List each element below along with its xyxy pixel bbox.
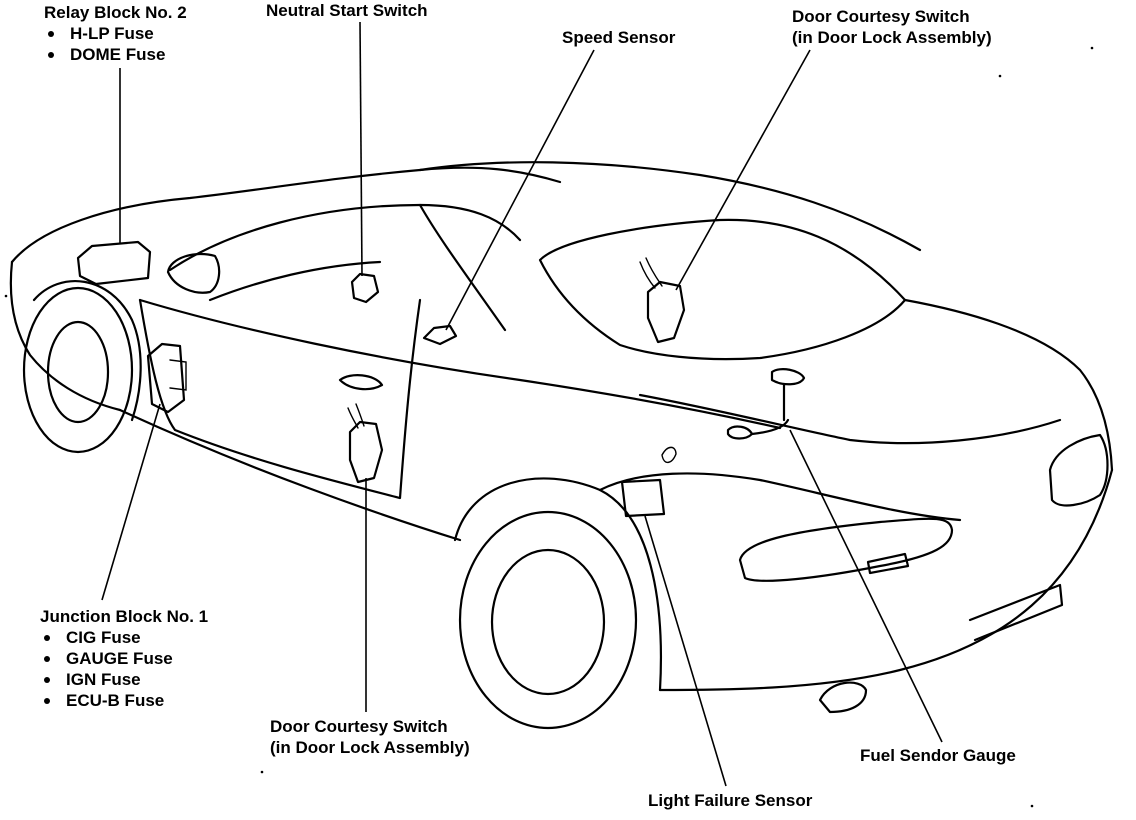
light-failure-sensor-component xyxy=(620,478,666,518)
leader-light-failure xyxy=(644,515,727,787)
relay-block-label: Relay Block No. 2 H-LP Fuse DOME Fuse xyxy=(44,2,187,65)
rear-window xyxy=(538,218,907,361)
rear-tail-light-left xyxy=(738,517,954,582)
license-lamp xyxy=(866,552,910,575)
windshield-frame xyxy=(168,203,522,272)
rear-rim xyxy=(490,548,606,696)
door-courtesy-top-line1: Door Courtesy Switch xyxy=(792,7,970,26)
leader-fuel-sender xyxy=(789,429,943,743)
body-side-crease xyxy=(138,298,782,430)
door-outline xyxy=(138,298,422,500)
speed-sensor-component xyxy=(422,324,458,346)
c-pillar xyxy=(903,298,1114,472)
junction-block-label: Junction Block No. 1 CIG Fuse GAUGE Fuse… xyxy=(40,606,208,711)
junction-fuse-item: GAUGE Fuse xyxy=(40,648,208,669)
door-courtesy-bottom-line2: (in Door Lock Assembly) xyxy=(270,738,470,757)
door-courtesy-switch-bottom-label: Door Courtesy Switch (in Door Lock Assem… xyxy=(270,716,470,758)
fuel-sender-gauge-label: Fuel Sendor Gauge xyxy=(860,746,1016,765)
junction-block-fuse-list: CIG Fuse GAUGE Fuse IGN Fuse ECU-B Fuse xyxy=(40,627,208,711)
scan-dot xyxy=(998,74,1002,78)
front-rim xyxy=(46,320,110,424)
door-courtesy-bottom-line1: Door Courtesy Switch xyxy=(270,717,448,736)
license-plate-recess xyxy=(968,583,1064,642)
rear-tire xyxy=(458,510,638,730)
rear-tail-light-right xyxy=(1048,433,1109,507)
junction-fuse-item: CIG Fuse xyxy=(40,627,208,648)
scan-dot xyxy=(4,294,8,298)
side-mirror xyxy=(166,252,221,294)
door-switch-rear-component xyxy=(646,280,686,344)
fuel-door xyxy=(661,446,677,464)
rear-quarter-panel xyxy=(598,472,962,522)
wire-harness-rear xyxy=(639,257,663,289)
neutral-start-switch-component xyxy=(350,272,380,304)
door-courtesy-switch-top-label: Door Courtesy Switch (in Door Lock Assem… xyxy=(792,6,992,48)
relay-block-title: Relay Block No. 2 xyxy=(44,3,187,22)
front-tire xyxy=(22,286,134,454)
dashboard-line xyxy=(208,260,382,302)
relay-block-fuse-list: H-LP Fuse DOME Fuse xyxy=(44,23,187,65)
relay-fuse-item: H-LP Fuse xyxy=(44,23,187,44)
scan-dot xyxy=(1090,46,1094,50)
front-wheel-arch xyxy=(32,279,142,422)
leader-junction-block xyxy=(101,403,161,601)
front-hood-outline xyxy=(10,166,562,264)
light-failure-sensor-label: Light Failure Sensor xyxy=(648,791,813,810)
scan-dot xyxy=(1030,804,1034,808)
leader-door-courtesy-top xyxy=(675,49,811,291)
exhaust-tip xyxy=(818,681,868,714)
door-courtesy-top-line2: (in Door Lock Assembly) xyxy=(792,28,992,47)
front-bumper-outline xyxy=(9,260,122,412)
leader-neutral-start xyxy=(359,21,363,277)
junction-fuse-item: ECU-B Fuse xyxy=(40,690,208,711)
relay-block-component xyxy=(76,240,152,286)
speed-sensor-label: Speed Sensor xyxy=(562,28,676,47)
rear-bumper xyxy=(658,468,1114,692)
wire-harness-front xyxy=(347,403,365,429)
junction-block-title: Junction Block No. 1 xyxy=(40,607,209,626)
scan-dot xyxy=(260,770,264,774)
trunk-lid xyxy=(638,393,1062,445)
relay-fuse-item: DOME Fuse xyxy=(44,44,187,65)
junction-fuse-item: IGN Fuse xyxy=(40,669,208,690)
leader-speed-sensor xyxy=(445,49,595,331)
neutral-start-switch-label: Neutral Start Switch xyxy=(266,1,428,20)
a-pillar xyxy=(418,203,507,332)
door-switch-front-component xyxy=(348,420,384,484)
fuel-sender-component xyxy=(726,368,806,440)
rocker-line xyxy=(118,408,462,542)
junction-block-panel xyxy=(169,359,187,391)
door-handle xyxy=(338,374,384,391)
roof-outline xyxy=(418,161,922,252)
junction-block-component xyxy=(146,342,186,414)
